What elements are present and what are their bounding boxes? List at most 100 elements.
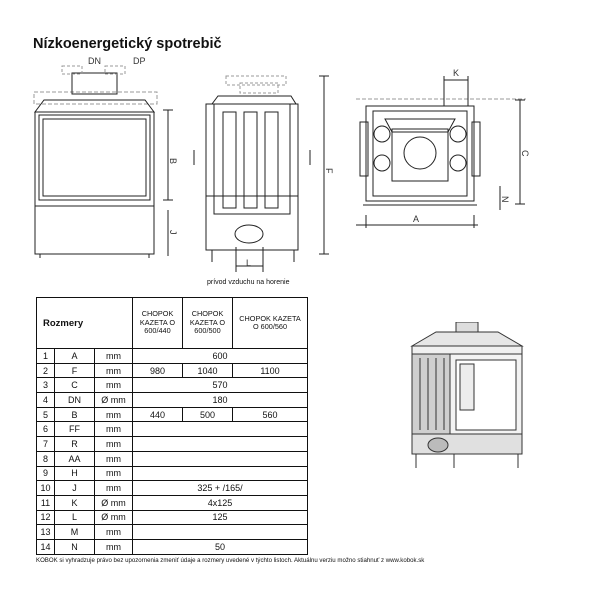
col1-line3: 600/440	[144, 326, 171, 336]
row-number: 6	[36, 421, 55, 438]
dimension-unit: mm	[94, 524, 133, 540]
dimension-value: 50	[132, 538, 308, 555]
label-j: J	[168, 230, 178, 235]
dimension-unit: mm	[94, 406, 133, 423]
dimension-unit: mm	[94, 362, 133, 379]
table-header-row: Rozmery CHOPOK KAZETA O 600/440 CHOPOK K…	[36, 297, 308, 349]
dimension-code: N	[54, 538, 95, 555]
dimension-value	[132, 450, 308, 467]
row-number: 5	[36, 406, 55, 423]
dimension-code: FF	[54, 421, 95, 438]
label-dn: DN	[88, 56, 101, 66]
dimensions-table: Rozmery CHOPOK KAZETA O 600/440 CHOPOK K…	[36, 297, 308, 555]
column-header-600-560: CHOPOK KAZETA O 600/560	[232, 297, 308, 349]
dimension-code: R	[54, 436, 95, 452]
row-number: 4	[36, 392, 55, 408]
air-intake-caption: prívod vzduchu na horenie	[207, 279, 290, 286]
row-number: 13	[36, 524, 55, 540]
row-number: 10	[36, 480, 55, 496]
dimension-unit: Ø mm	[94, 494, 133, 511]
dimensions-table-body: Rozmery CHOPOK KAZETA O 600/440 CHOPOK K…	[36, 297, 308, 555]
dimension-value	[132, 465, 308, 482]
row-number: 11	[36, 494, 55, 511]
dimension-unit: mm	[94, 436, 133, 452]
dimension-unit: mm	[94, 421, 133, 438]
label-a: A	[413, 214, 419, 224]
dimension-code: L	[54, 509, 95, 526]
col3-line1: CHOPOK KAZETA	[239, 313, 301, 323]
dimension-value: 980	[132, 362, 183, 379]
front-view-drawing	[33, 65, 173, 258]
dimension-code: M	[54, 524, 95, 540]
label-b: B	[168, 158, 178, 164]
dimension-unit: mm	[94, 538, 133, 555]
row-number: 3	[36, 377, 55, 394]
dimension-code: B	[54, 406, 95, 423]
dimension-value: 440	[132, 406, 183, 423]
dimension-unit: Ø mm	[94, 509, 133, 526]
footer-disclaimer: KOBOK si vyhradzuje právo bez upozorneni…	[36, 557, 425, 564]
dimension-unit: mm	[94, 450, 133, 467]
technical-drawings: DN DP B J F L K C N A	[33, 56, 530, 272]
side-view-drawing	[193, 75, 329, 272]
row-number: 7	[36, 436, 55, 452]
col3-line2: O 600/560	[252, 322, 288, 331]
dimension-value: 500	[182, 406, 233, 423]
dimension-unit: mm	[94, 377, 133, 394]
dimension-value: 1100	[232, 362, 308, 379]
col2-line2: KAZETA O	[189, 317, 226, 327]
label-k: K	[453, 68, 459, 78]
dimension-code: H	[54, 465, 95, 482]
row-number: 9	[36, 465, 55, 482]
dimension-value: 1040	[182, 362, 233, 379]
row-number: 14	[36, 538, 55, 555]
label-f: F	[324, 168, 334, 174]
col1-line2: KAZETA O	[139, 317, 176, 327]
dimension-value: 125	[132, 509, 308, 526]
dimension-value	[132, 524, 308, 540]
dimension-value: 325 + /165/	[132, 480, 308, 496]
row-number: 1	[36, 348, 55, 364]
dimension-code: J	[54, 480, 95, 496]
page-title: Nízkoenergetický spotrebič	[33, 36, 222, 52]
table-header-label: Rozmery	[36, 297, 133, 349]
dimension-code: AA	[54, 450, 95, 467]
col2-line3: 600/500	[194, 326, 221, 336]
dimension-value: 600	[132, 348, 308, 364]
dimension-code: DN	[54, 392, 95, 408]
column-header-600-440: CHOPOK KAZETA O 600/440	[132, 297, 183, 349]
dimension-value: 560	[232, 406, 308, 423]
dimension-unit: mm	[94, 348, 133, 364]
label-dp: DP	[133, 56, 146, 66]
dimension-unit: mm	[94, 465, 133, 482]
dimension-value	[132, 421, 308, 438]
col1-line1: CHOPOK	[141, 309, 174, 319]
dimension-unit: Ø mm	[94, 392, 133, 408]
dimension-value: 180	[132, 392, 308, 408]
dimension-code: F	[54, 362, 95, 379]
top-view-drawing	[356, 76, 526, 228]
column-header-600-500: CHOPOK KAZETA O 600/500	[182, 297, 233, 349]
dimension-code: K	[54, 494, 95, 511]
label-c: C	[520, 150, 530, 157]
row-number: 12	[36, 509, 55, 526]
col2-line1: CHOPOK	[191, 309, 224, 319]
dimension-value: 570	[132, 377, 308, 394]
label-n: N	[500, 196, 510, 203]
dimension-unit: mm	[94, 480, 133, 496]
row-number: 2	[36, 362, 55, 379]
label-l: L	[246, 258, 251, 268]
